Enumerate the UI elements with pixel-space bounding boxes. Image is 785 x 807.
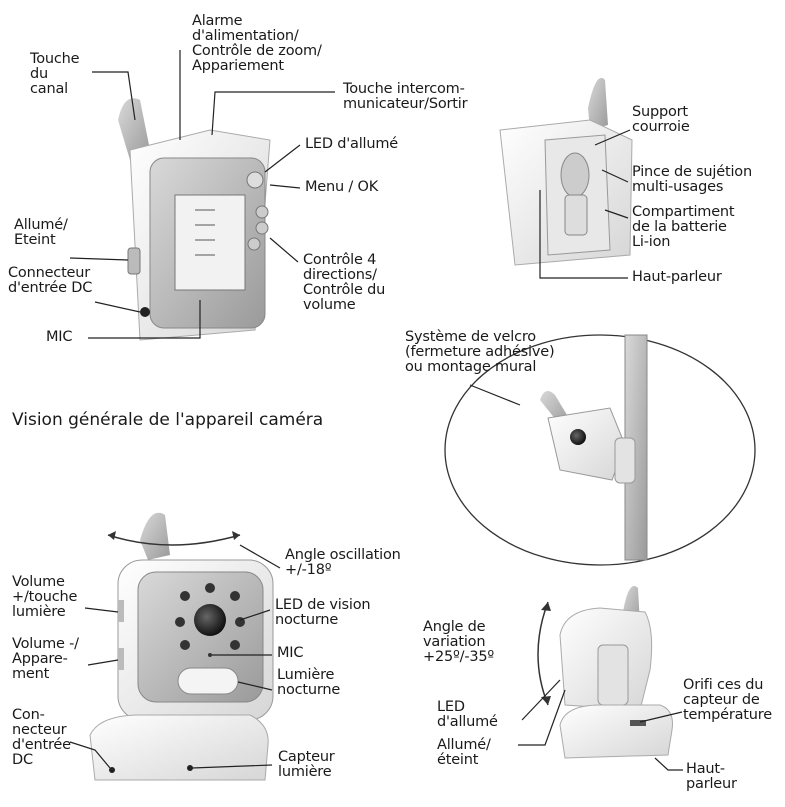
label-touche-canal: Touche du canal xyxy=(30,51,80,97)
parent-unit-back xyxy=(499,77,633,266)
label-angle-oscillation: Angle oscillation +/-18º xyxy=(285,547,401,578)
label-led-vision: LED de vision nocturne xyxy=(275,597,371,628)
label-capteur-lumiere: Capteur lumière xyxy=(278,749,335,780)
label-alarme: Alarme d'alimentation/ Contrôle de zoom/… xyxy=(192,13,322,74)
label-led-allume: LED d'allumé xyxy=(305,136,398,152)
label-support: Support courroie xyxy=(632,104,690,135)
label-haut-parleur-parent: Haut-parleur xyxy=(632,269,722,285)
label-allume-eteint: Allumé/ Eteint xyxy=(14,217,68,248)
label-orifices-capteur: Orifi ces du capteur de température xyxy=(683,677,772,723)
camera-front xyxy=(89,512,274,781)
label-menu-ok: Menu / OK xyxy=(305,179,379,195)
label-connecteur-camera: Con- necteur d'entrée DC xyxy=(12,707,71,768)
section-heading: Vision générale de l'appareil caméra xyxy=(12,410,324,430)
velcro-mount-circle xyxy=(444,334,756,566)
label-volume-moins: Volume -/ Appare- ment xyxy=(12,636,79,682)
label-mic-camera: MIC xyxy=(277,645,304,661)
parent-unit-front xyxy=(118,98,271,341)
camera-back xyxy=(537,586,673,759)
label-pince: Pince de sujétion multi-usages xyxy=(632,164,752,195)
label-compartiment: Compartiment de la batterie Li-ion xyxy=(632,204,735,250)
label-lumiere-nocturne: Lumière nocturne xyxy=(277,667,341,698)
label-intercom: Touche intercom- municateur/Sortir xyxy=(343,81,468,112)
label-angle-variation: Angle de variation +25º/-35º xyxy=(423,619,495,665)
label-velcro: Système de velcro (fermeture adhésive) o… xyxy=(405,329,555,375)
label-haut-parleur-camera: Haut- parleur xyxy=(686,761,737,792)
label-connecteur-dc: Connecteur d'entrée DC xyxy=(8,265,93,296)
label-mic-parent: MIC xyxy=(46,329,73,345)
label-volume-plus: Volume +/touche lumière xyxy=(12,574,78,620)
label-allume-eteint-camera: Allumé/ éteint xyxy=(437,737,491,768)
label-led-allume-camera: LED d'allumé xyxy=(437,699,498,730)
label-controle-4: Contrôle 4 directions/ Contrôle du volum… xyxy=(303,252,386,313)
